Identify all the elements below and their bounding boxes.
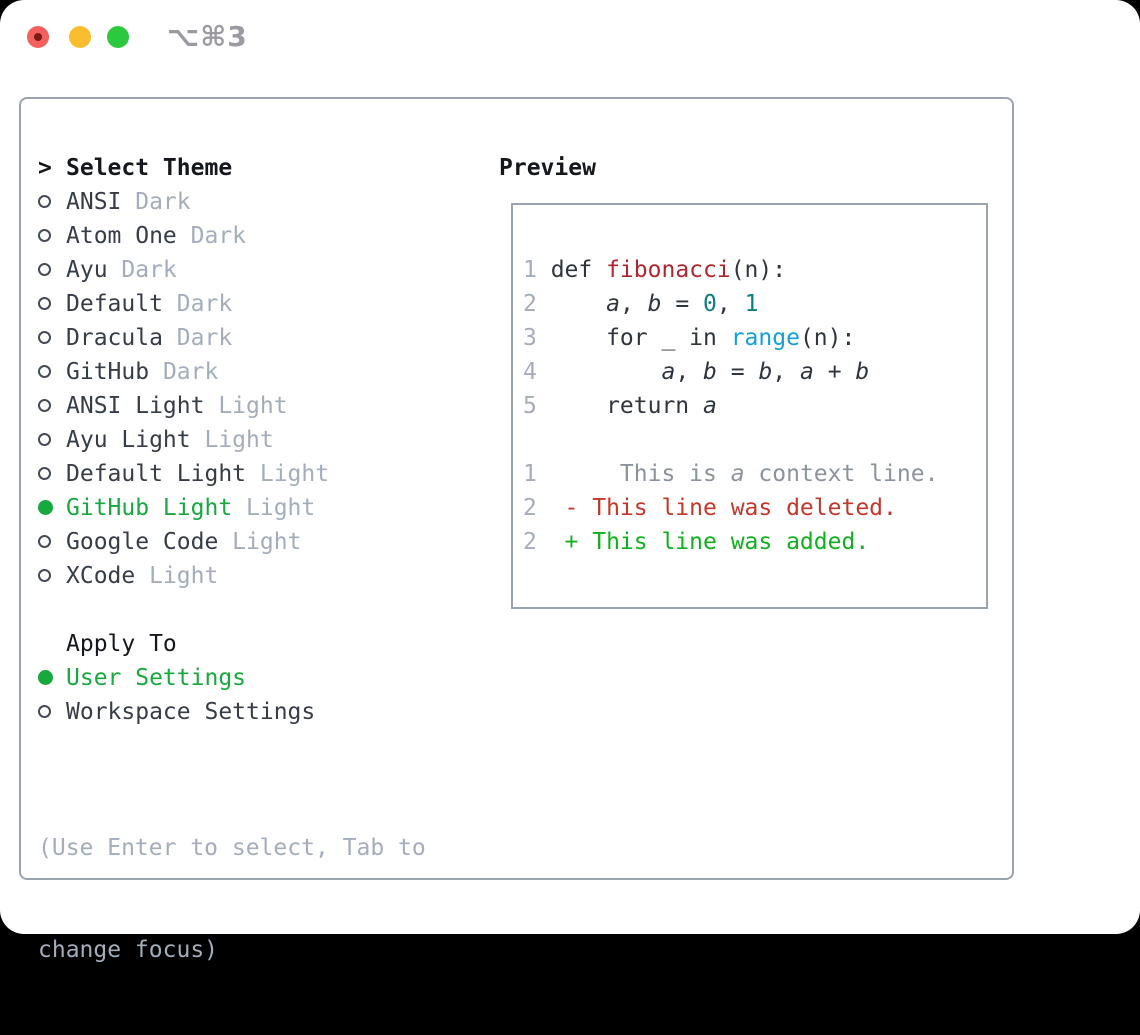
theme-variant-tag: Light [190, 427, 274, 453]
hint-text: (Use Enter to select, Tab to change focu… [38, 763, 478, 1035]
code-line: 2 - This line was deleted. [523, 491, 986, 525]
hint-line-1: (Use Enter to select, Tab to [38, 835, 426, 861]
spacer [38, 593, 478, 627]
line-number: 1 [523, 257, 537, 283]
code-line: 1 This is a context line. [523, 457, 986, 491]
theme-option-dracula[interactable]: Dracula Dark [38, 321, 478, 355]
theme-option-ayu-light[interactable]: Ayu Light Light [38, 423, 478, 457]
theme-option-label: ANSI [66, 189, 122, 215]
radio-icon [38, 423, 66, 457]
code-line: 5 return a [523, 389, 986, 423]
theme-option-label: Ayu [66, 257, 108, 283]
theme-option-label: Default Light [66, 461, 247, 487]
theme-variant-tag: Dark [162, 291, 233, 317]
theme-option-default[interactable]: Default Dark [38, 287, 478, 321]
line-number: 2 [523, 291, 537, 317]
preview-header: Preview [499, 151, 596, 185]
apply-option-workspace-settings[interactable]: Workspace Settings [38, 695, 478, 729]
radio-icon [38, 695, 66, 729]
radio-icon [38, 559, 66, 593]
radio-selected-icon [38, 661, 66, 695]
apply-to-header: Apply To [38, 627, 478, 661]
spacer [38, 729, 478, 763]
cursor-caret-icon: > [38, 155, 52, 181]
radio-icon [38, 287, 66, 321]
desktop: { "titlebar": { "title": "⌥⌘3" }, "left"… [0, 0, 1140, 963]
radio-selected-icon [38, 491, 66, 525]
close-button[interactable] [27, 26, 49, 48]
line-number: 2 [523, 495, 537, 521]
hint-line-2: change focus) [38, 937, 219, 963]
theme-option-label: GitHub Light [66, 495, 233, 521]
apply-option-user-settings[interactable]: User Settings [38, 661, 478, 695]
line-number: 4 [523, 359, 537, 385]
theme-option-ayu[interactable]: Ayu Dark [38, 253, 478, 287]
apply-to-title: Apply To [66, 631, 177, 657]
theme-variant-tag: Dark [107, 257, 177, 283]
theme-option-label: ANSI Light [66, 393, 205, 419]
radio-icon [38, 355, 66, 389]
apply-option-label: Workspace Settings [66, 699, 316, 725]
window-title: ⌥⌘3 [167, 20, 248, 53]
theme-option-default-light[interactable]: Default Light Light [38, 457, 478, 491]
apply-option-label: User Settings [66, 665, 247, 691]
theme-variant-tag: Light [204, 393, 288, 419]
theme-variant-tag: Light [232, 495, 316, 521]
theme-option-github[interactable]: GitHub Dark [38, 355, 478, 389]
line-number: 3 [523, 325, 537, 351]
radio-icon [38, 219, 66, 253]
theme-option-label: Atom One [66, 223, 177, 249]
line-number: 5 [523, 393, 537, 419]
theme-option-label: Google Code [66, 529, 219, 555]
theme-option-label: Dracula [66, 325, 163, 351]
code-blank-line [523, 423, 986, 457]
theme-variant-tag: Dark [162, 325, 233, 351]
theme-option-label: GitHub [66, 359, 150, 385]
radio-icon [38, 185, 66, 219]
theme-variant-tag: Dark [176, 223, 247, 249]
select-theme-title: Select Theme [66, 155, 233, 181]
line-number: 2 [523, 529, 537, 555]
theme-option-google-code[interactable]: Google Code Light [38, 525, 478, 559]
radio-icon [38, 389, 66, 423]
maximize-button[interactable] [107, 26, 129, 48]
theme-option-label: Ayu Light [66, 427, 191, 453]
line-number: 1 [523, 461, 537, 487]
theme-variant-tag: Light [218, 529, 302, 555]
theme-variant-tag: Light [135, 563, 219, 589]
code-line: 3 for _ in range(n): [523, 321, 986, 355]
theme-variant-tag: Dark [149, 359, 219, 385]
theme-variant-tag: Light [246, 461, 330, 487]
theme-variant-tag: Dark [121, 189, 191, 215]
code-line: 2 + This line was added. [523, 525, 986, 559]
theme-option-ansi-light[interactable]: ANSI Light Light [38, 389, 478, 423]
close-dot-icon [34, 33, 42, 41]
radio-icon [38, 525, 66, 559]
theme-option-label: Default [66, 291, 163, 317]
select-theme-header: > Select Theme [38, 151, 478, 185]
theme-option-ansi[interactable]: ANSI Dark [38, 185, 478, 219]
radio-icon [38, 321, 66, 355]
theme-option-xcode[interactable]: XCode Light [38, 559, 478, 593]
preview-title: Preview [499, 155, 596, 181]
code-line: 4 a, b = b, a + b [523, 355, 986, 389]
radio-icon [38, 457, 66, 491]
code-line: 2 a, b = 0, 1 [523, 287, 986, 321]
theme-option-atom-one[interactable]: Atom One Dark [38, 219, 478, 253]
theme-option-label: XCode [66, 563, 136, 589]
titlebar: ⌥⌘3 [0, 0, 1140, 75]
radio-icon [38, 253, 66, 287]
theme-option-github-light[interactable]: GitHub Light Light [38, 491, 478, 525]
minimize-button[interactable] [69, 26, 91, 48]
